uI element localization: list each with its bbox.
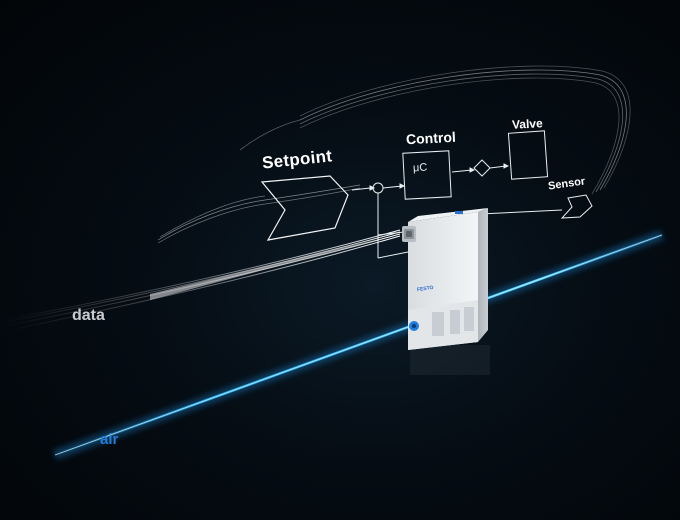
control-box <box>402 150 452 200</box>
air-label: air <box>100 431 119 448</box>
valve-label: Valve <box>511 116 544 132</box>
controller-symbol: μC <box>412 161 428 175</box>
control-label: Control <box>405 128 457 148</box>
proportional-valve-device <box>402 208 490 375</box>
air-beam <box>53 230 664 460</box>
valve-box <box>507 130 549 180</box>
sensor-shape <box>560 194 593 219</box>
data-label: data <box>72 307 105 324</box>
control-diagram <box>260 130 593 259</box>
setpoint-arrow-shape <box>260 175 349 241</box>
data-stream <box>4 65 631 331</box>
valve-driver-diamond <box>473 159 491 177</box>
